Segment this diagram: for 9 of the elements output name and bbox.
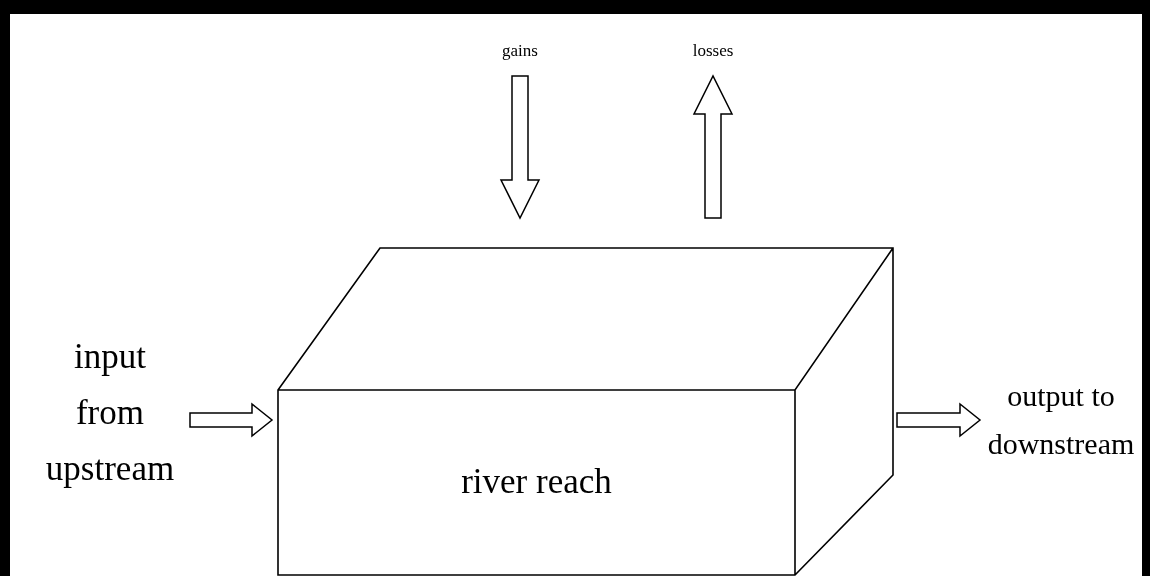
flow-label: losses: [685, 38, 741, 64]
block-arrow: [692, 74, 734, 219]
block-arrow: [896, 402, 982, 438]
block-label: river reach: [461, 461, 612, 504]
flow-label: gains: [495, 38, 545, 64]
flow-label: input from upstream: [15, 328, 205, 498]
block-arrow: [189, 402, 274, 438]
block-arrow: [499, 75, 541, 220]
flow-label: output to downstream: [982, 335, 1140, 505]
